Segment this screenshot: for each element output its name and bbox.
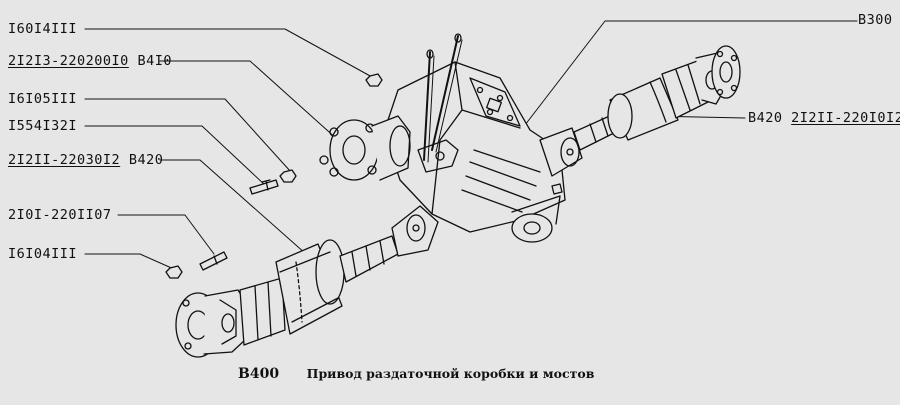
part-number: I60I4III [8,21,78,37]
section-ref: B4I0 [137,53,172,69]
leader-c8 [524,20,858,126]
front-propeller-shaft [175,205,439,358]
leader-c4 [84,125,267,187]
leader-c2 [159,60,339,141]
leader-c5 [159,159,307,255]
callout-assembly-B420-front: 2I2II-22030I2 B420 [8,152,163,168]
callout-assembly-B420-rear: B420 2I2II-220I0I2 [748,110,900,126]
section-ref: B300 [858,12,893,28]
callout-assembly-B4I0: 2I2I3-220200I0 B4I0 [8,53,172,69]
section-ref: B420 [128,152,164,168]
callout-part-I554I32I: I554I32I [8,118,77,134]
callout-part-I6I04III: I6I04III [8,246,77,262]
part-number: 2I2II-220I0I2 [791,110,900,126]
callout-part-I6I05III: I6I05III [8,91,77,107]
callout-part-2I0I-220II07: 2I0I-220II07 [8,207,112,223]
part-number: 2I2II-22030I2 [8,152,121,168]
fasteners [165,169,297,279]
figure-caption: B400 Привод раздаточной коробки и мостов [238,363,594,382]
section-ref: B420 [748,110,783,126]
leader-c7 [84,253,177,271]
section-title: Привод раздаточной коробки и мостов [306,366,595,381]
part-number: I554I32I [8,118,78,134]
callout-part-I60I4III: I60I4III [8,21,77,37]
leader-c3 [84,98,292,173]
leader-lines [84,20,858,271]
section-code: B400 [238,366,280,382]
part-number: I6I05III [8,91,78,107]
part-number: 2I2I3-220200I0 [8,53,129,69]
leader-c6 [117,214,215,255]
part-number: 2I0I-220II07 [8,207,112,223]
leader-c1 [84,28,373,78]
callout-assembly-B300: B300 [858,12,893,28]
rear-propeller-shaft [573,45,741,151]
part-number: I6I04III [8,246,78,262]
transfer-case [319,33,583,243]
